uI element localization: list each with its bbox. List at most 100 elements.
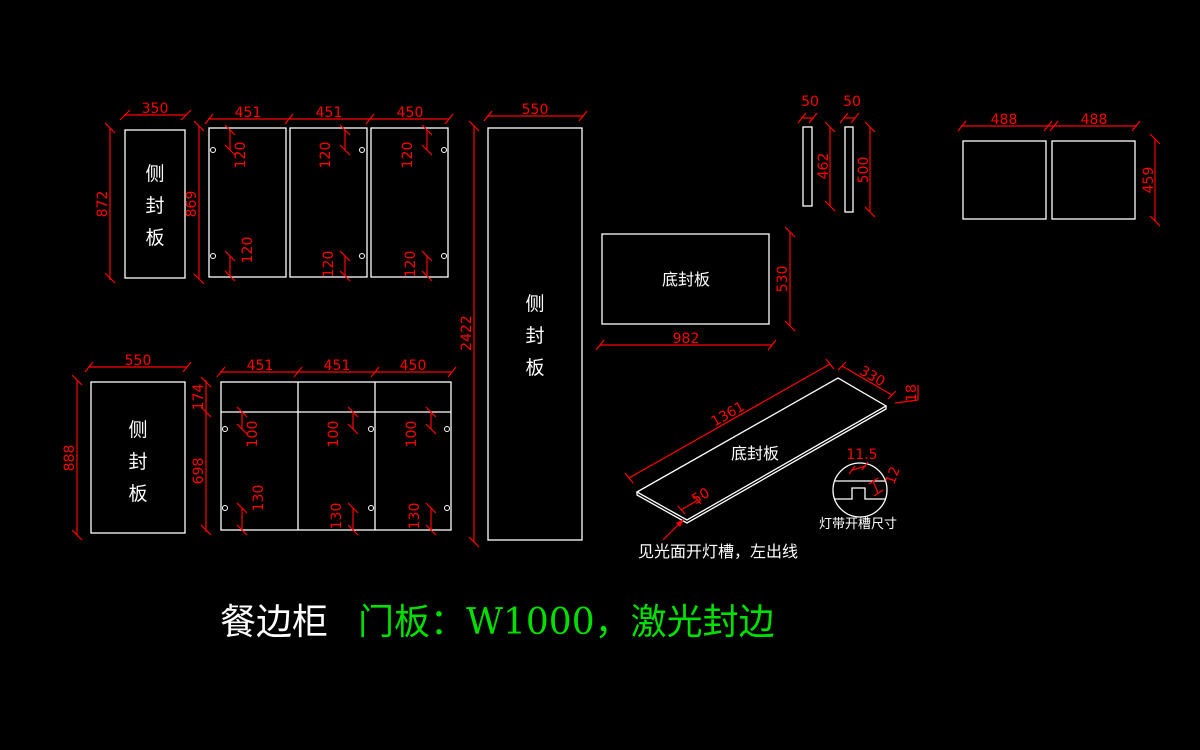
iso-plate-edge bbox=[636, 406, 887, 524]
dim-square-height: 459 bbox=[1141, 167, 1157, 194]
dim-tick bbox=[444, 113, 454, 125]
square-panel-2 bbox=[1051, 140, 1136, 220]
dim-tick bbox=[868, 477, 879, 485]
dim-lower-door-2-width: 451 bbox=[324, 358, 351, 374]
dim-tick bbox=[104, 122, 116, 134]
dim-line bbox=[894, 399, 919, 404]
bottom-panel-label: 底封板 bbox=[662, 270, 710, 289]
bottom-panel: 底封板 982 530 bbox=[595, 226, 796, 351]
dim-tick bbox=[825, 358, 835, 370]
dim-iso-depth: 330 bbox=[856, 363, 887, 390]
dim-tall-side-width: 550 bbox=[522, 102, 549, 118]
side-panel-char-1: 侧 bbox=[525, 293, 544, 315]
dim-tick bbox=[236, 406, 248, 418]
title-prefix: 餐边柜 bbox=[220, 602, 328, 643]
dim-tall-side-height: 2422 bbox=[459, 315, 475, 351]
hinge-icon bbox=[444, 505, 450, 511]
strip-2 bbox=[844, 126, 854, 213]
dim-tick bbox=[347, 406, 359, 418]
dim-tick bbox=[104, 272, 116, 284]
dim-tick bbox=[848, 465, 856, 475]
dim-tick bbox=[293, 366, 303, 378]
hinge-icon bbox=[210, 147, 216, 153]
dim-tick bbox=[1043, 120, 1053, 132]
dim-line bbox=[628, 363, 831, 479]
dim-tick bbox=[1149, 133, 1161, 145]
square-panels: 488 488 459 bbox=[957, 112, 1161, 227]
dim-iso-length: 1361 bbox=[709, 399, 748, 430]
square-panel-1 bbox=[962, 140, 1047, 220]
hinge-icon bbox=[222, 426, 228, 432]
dim-lower-door-3-width: 450 bbox=[400, 358, 427, 374]
dim-tick bbox=[425, 502, 437, 514]
dim-iso-slot-offset: 50 bbox=[689, 485, 712, 508]
dim-tick bbox=[236, 423, 248, 435]
dim-hinge-bottom-offset: 130 bbox=[329, 503, 345, 530]
dim-tick bbox=[624, 472, 634, 484]
dim-tick bbox=[468, 120, 480, 132]
dim-tick bbox=[677, 505, 686, 515]
dim-tick bbox=[180, 109, 192, 121]
dim-slot-depth: 12 bbox=[883, 465, 904, 487]
dim-tick bbox=[339, 144, 351, 156]
side-panel-char-3: 板 bbox=[128, 483, 147, 505]
dim-hinge-top-offset: 100 bbox=[326, 421, 342, 448]
dim-tick bbox=[421, 144, 433, 156]
dim-tick bbox=[797, 112, 807, 124]
dim-upper-door-3-width: 450 bbox=[397, 105, 424, 121]
dim-tick bbox=[824, 121, 836, 133]
dim-line bbox=[841, 365, 893, 396]
dim-tick bbox=[71, 529, 83, 541]
dim-hinge-top-offset: 100 bbox=[245, 421, 261, 448]
dim-lower-door-1-width: 451 bbox=[247, 358, 274, 374]
dim-tick bbox=[839, 112, 849, 124]
dim-lower-top-height: 174 bbox=[191, 384, 207, 411]
hinge-icon bbox=[368, 505, 374, 511]
dim-tick bbox=[370, 366, 380, 378]
dim-tick bbox=[1049, 120, 1059, 132]
light-slot-detail: 11.5 12 灯带开槽尺寸 bbox=[819, 447, 904, 532]
dim-tick bbox=[578, 110, 588, 122]
dim-hinge-offset: 120 bbox=[403, 251, 419, 278]
dim-tick bbox=[693, 495, 702, 505]
dim-strip-1-height: 462 bbox=[816, 153, 832, 180]
dim-line bbox=[680, 499, 699, 511]
strip-1 bbox=[802, 126, 813, 207]
dim-tick bbox=[808, 112, 818, 124]
dim-tick bbox=[339, 124, 351, 136]
dim-tick bbox=[339, 250, 351, 262]
side-panel-char-1: 侧 bbox=[145, 163, 164, 185]
light-slot-profile bbox=[834, 487, 886, 500]
dim-strip-2-height: 500 bbox=[856, 157, 872, 184]
dim-tick bbox=[193, 120, 205, 132]
dim-square-1-width: 488 bbox=[991, 112, 1018, 128]
dim-tick bbox=[84, 361, 94, 373]
dim-tick bbox=[421, 250, 433, 262]
dim-bottom-panel-width: 982 bbox=[673, 331, 700, 347]
side-panel-char-2: 封 bbox=[145, 195, 164, 217]
dim-tick bbox=[468, 536, 480, 548]
dim-tick bbox=[483, 110, 493, 122]
light-slot-caption: 灯带开槽尺寸 bbox=[819, 517, 897, 532]
dim-hinge-top-offset: 100 bbox=[404, 421, 420, 448]
dim-hinge-offset: 120 bbox=[318, 142, 334, 169]
dim-tick bbox=[1149, 215, 1161, 227]
hinge-icon bbox=[359, 147, 365, 153]
lower-doors-frame bbox=[220, 381, 452, 531]
hinge-icon bbox=[210, 253, 216, 259]
dim-tick bbox=[784, 226, 796, 238]
dim-tick bbox=[365, 113, 375, 125]
dim-tick bbox=[236, 524, 248, 536]
dim-hinge-bottom-offset: 130 bbox=[251, 485, 267, 512]
dim-tick bbox=[200, 406, 212, 418]
drawing-title: 餐边柜 门板：W1000，激光封边 bbox=[220, 602, 775, 643]
dim-tick bbox=[864, 206, 876, 218]
dim-tick bbox=[224, 250, 236, 262]
dim-tick bbox=[216, 366, 226, 378]
dim-tick bbox=[224, 270, 236, 282]
dim-tick bbox=[119, 109, 131, 121]
lower-side-panel-outline bbox=[90, 381, 186, 534]
dim-tick bbox=[339, 270, 351, 282]
side-panel-char-2: 封 bbox=[525, 325, 544, 347]
